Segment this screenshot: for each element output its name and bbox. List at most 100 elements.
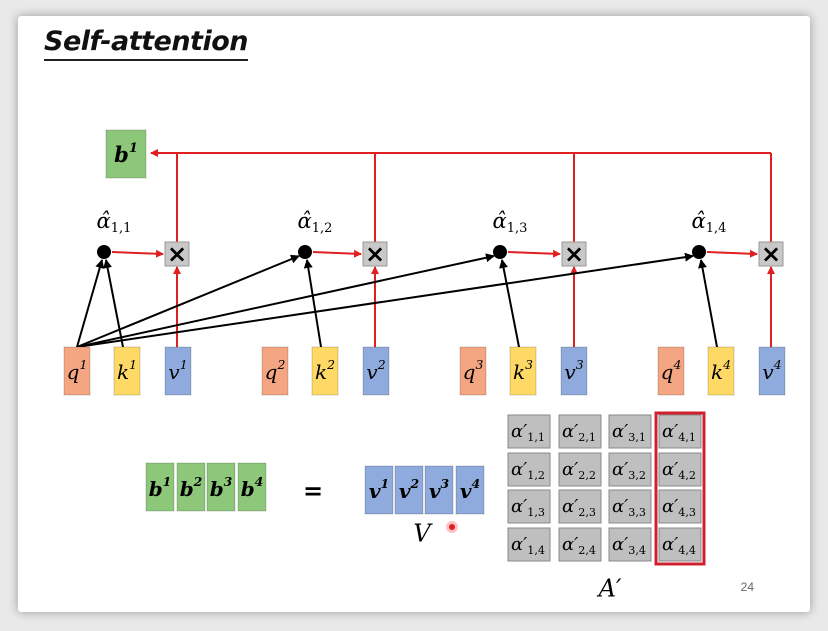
equals-sign: = [303, 477, 323, 505]
attention-cell-1-4 [507, 527, 551, 562]
label-subscript: 4,1 [678, 431, 696, 444]
score-to-multiply-arrow-1 [111, 249, 164, 258]
label-superscript: 4 [472, 476, 481, 491]
label-superscript: 1 [163, 474, 172, 489]
label-base: α′ [662, 534, 678, 555]
label-base: k [117, 360, 129, 384]
score-to-multiply-arrow-3 [507, 249, 561, 258]
label-subscript: 2,3 [578, 506, 596, 519]
value-box-2 [362, 346, 390, 396]
b-row-label-1: b1 [149, 474, 172, 501]
label-superscript: 4 [722, 357, 731, 372]
value-label-1: v1 [168, 357, 187, 384]
label-base: v [429, 479, 441, 503]
b-row-box-4 [237, 462, 267, 512]
label-base: α′ [511, 421, 527, 442]
label-base: α′ [612, 459, 628, 480]
attention-label-4-2: α′4,2 [662, 459, 696, 482]
label-base: α′ [562, 459, 578, 480]
label-subscript: 2,1 [578, 431, 596, 444]
multiply-box-2 [362, 241, 388, 267]
attention-cell-1-3 [507, 489, 551, 524]
label-base: v [369, 479, 381, 503]
label-superscript: 2 [377, 357, 386, 372]
label-superscript: 4 [773, 357, 782, 372]
label-subscript: 3,1 [628, 431, 646, 444]
v-row-box-4 [455, 465, 485, 515]
label-base: α̂ [692, 209, 706, 233]
query-box-2 [261, 346, 289, 396]
label-subscript: 1,4 [706, 221, 727, 236]
value-label-3: v3 [564, 357, 583, 384]
label-superscript: 3 [525, 357, 533, 372]
label-base: b [210, 477, 224, 501]
score-node-1 [97, 245, 111, 259]
highlight-column-frame [654, 411, 706, 566]
label-subscript: 4,4 [678, 544, 696, 557]
score-node-3 [493, 245, 507, 259]
label-superscript: 1 [79, 357, 87, 372]
query-label-2: q2 [265, 357, 286, 384]
query-box-3 [459, 346, 487, 396]
label-base: b [114, 142, 129, 167]
score-to-multiply-arrow-2 [312, 249, 362, 258]
label-base: α′ [511, 459, 527, 480]
label-base: q [67, 360, 80, 384]
label-base: b [180, 477, 194, 501]
label-superscript: 2 [193, 474, 203, 489]
key-label-1: k1 [117, 357, 137, 384]
label-superscript: 1 [180, 357, 188, 372]
attention-cell-1-2 [507, 452, 551, 487]
label-subscript: 1,3 [527, 506, 545, 519]
connection-lines [76, 149, 775, 348]
alpha-hat-label-4: α̂1,4 [692, 209, 727, 236]
label-superscript: 1 [129, 141, 138, 156]
label-subscript: 3,4 [628, 544, 646, 557]
value-box-1 [164, 346, 192, 396]
query1-to-score-arrow-3 [76, 253, 495, 348]
label-superscript: 1 [381, 476, 390, 491]
key-label-2: k2 [315, 357, 335, 384]
attention-cell-2-1 [558, 414, 602, 449]
label-superscript: 1 [129, 357, 137, 372]
query-label-4: q4 [661, 357, 682, 384]
score-node-2 [298, 245, 312, 259]
attention-label-1-3: α′1,3 [511, 496, 545, 519]
label-subscript: 2,2 [578, 469, 596, 482]
b-row-box-2 [176, 462, 206, 512]
label-base: b [149, 477, 163, 501]
attention-cell-2-3 [558, 489, 602, 524]
label-subscript: 1,1 [111, 221, 132, 236]
attention-label-3-1: α′3,1 [612, 421, 646, 444]
query1-to-score-arrow-1 [76, 259, 105, 348]
v-matrix-label: V [413, 520, 433, 548]
attention-cell-4-1 [658, 414, 702, 449]
label-base: v [762, 360, 774, 384]
label-base: α′ [562, 421, 578, 442]
label-subscript: 1,1 [527, 431, 545, 444]
label-base: v [168, 360, 180, 384]
label-superscript: 2 [326, 357, 335, 372]
slide-title: Self-attention [44, 26, 249, 61]
multiply-box-4 [758, 241, 784, 267]
v-row-label-4: v4 [460, 476, 480, 503]
label-base: v [366, 360, 378, 384]
b-row-box-1 [145, 462, 175, 512]
label-base: α′ [612, 421, 628, 442]
value-label-4: v4 [762, 357, 781, 384]
query-box-4 [657, 346, 685, 396]
query-box-1 [63, 346, 91, 396]
attention-cell-4-3 [658, 489, 702, 524]
label-subscript: 1,2 [527, 469, 545, 482]
value-box-4 [758, 346, 786, 396]
key-label-3: k3 [513, 357, 533, 384]
attention-cell-3-2 [608, 452, 652, 487]
score-node-4 [692, 245, 706, 259]
key-label-4: k4 [711, 357, 731, 384]
attention-label-1-4: α′1,4 [511, 534, 545, 557]
attention-cell-4-2 [658, 452, 702, 487]
label-subscript: 4,2 [678, 469, 696, 482]
attention-cell-4-4 [658, 527, 702, 562]
label-base: α̂ [298, 209, 312, 233]
